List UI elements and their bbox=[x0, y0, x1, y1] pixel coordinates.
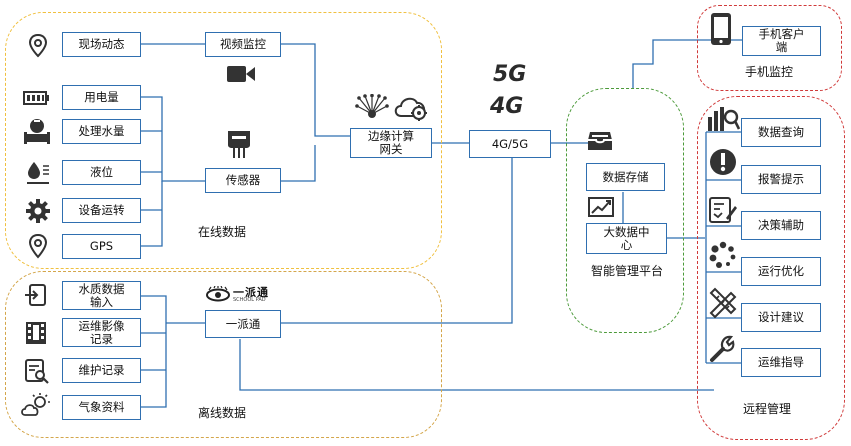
storage-tray-icon bbox=[588, 132, 612, 150]
big-data-center-node: 大数据中 心 bbox=[586, 223, 667, 254]
offline-label: 离线数据 bbox=[198, 406, 247, 420]
design-tools-icon bbox=[709, 287, 737, 319]
maintenance-record-icon bbox=[25, 359, 49, 384]
data-storage-node: 数据存储 bbox=[586, 163, 665, 191]
line-platform-to-mobile bbox=[632, 39, 742, 88]
mobile-phone-icon bbox=[711, 13, 731, 45]
video-camera-icon bbox=[227, 66, 255, 82]
decision-support-icon bbox=[709, 197, 737, 223]
water-meter-icon bbox=[24, 119, 50, 144]
function-node-optimize: 运行优化 bbox=[741, 257, 821, 286]
source-node-scene: 现场动态 bbox=[62, 32, 141, 57]
source-node-maintenance: 维护记录 bbox=[62, 358, 141, 383]
gear-icon bbox=[26, 199, 50, 223]
region-remote bbox=[697, 96, 845, 440]
wrench-icon bbox=[710, 335, 735, 362]
line-video-to-edge bbox=[281, 43, 350, 137]
source-node-level: 液位 bbox=[62, 160, 141, 185]
region-platform bbox=[566, 88, 684, 333]
video-monitor-node: 视频监控 bbox=[205, 32, 281, 57]
alert-icon bbox=[710, 149, 736, 175]
source-node-water: 处理水量 bbox=[62, 119, 141, 144]
online-label: 在线数据 bbox=[198, 225, 247, 239]
line-sensor-to-edge bbox=[281, 145, 316, 182]
remote-label: 远程管理 bbox=[743, 402, 792, 416]
mobile-client-node: 手机客户 端 bbox=[742, 26, 821, 56]
battery-icon bbox=[23, 91, 49, 105]
edge-gateway-node: 边缘计算 网关 bbox=[350, 128, 432, 158]
line-gps-to-sensor bbox=[141, 181, 163, 247]
function-node-design: 设计建议 bbox=[741, 303, 821, 332]
weather-icon bbox=[21, 393, 50, 416]
region-offline bbox=[5, 271, 442, 438]
cloud-gear-icon bbox=[394, 97, 427, 121]
liquid-level-icon bbox=[27, 162, 49, 184]
gps-pin-icon bbox=[28, 233, 48, 259]
function-node-ops-guide: 运维指导 bbox=[741, 348, 821, 377]
data-query-icon bbox=[708, 107, 740, 131]
network-4g5g-node: 4G/5G bbox=[469, 130, 551, 158]
yipaitong-node: 一派通 bbox=[205, 310, 281, 338]
trend-chart-icon bbox=[588, 197, 614, 217]
platform-label: 智能管理平台 bbox=[591, 264, 664, 278]
sensor-node: 传感器 bbox=[205, 168, 281, 193]
region-mobile bbox=[697, 5, 842, 91]
mobile-label: 手机监控 bbox=[745, 65, 794, 79]
source-node-weather: 气象资料 bbox=[62, 395, 141, 420]
function-node-decision: 决策辅助 bbox=[741, 211, 821, 240]
location-pin-icon bbox=[28, 33, 48, 58]
source-node-power: 用电量 bbox=[62, 85, 141, 110]
film-icon bbox=[26, 322, 46, 344]
source-node-equipment: 设备运转 bbox=[62, 198, 141, 223]
line-offline-bus bbox=[141, 295, 167, 408]
yipaitong-logo-text: 一派通 bbox=[233, 286, 269, 299]
source-node-gps: GPS bbox=[62, 234, 141, 259]
yipaitong-logo-subtext: SCHOOL PAD bbox=[233, 297, 266, 303]
edge-gateway-icon bbox=[355, 94, 389, 118]
function-node-alarm: 报警提示 bbox=[741, 165, 821, 194]
sensor-icon bbox=[228, 131, 250, 158]
source-node-ops-video: 运维影像 记录 bbox=[62, 318, 141, 347]
signal-5g-label: 5G bbox=[493, 62, 527, 87]
eye-icon bbox=[206, 286, 230, 302]
line-yipaitong-to-remote bbox=[239, 339, 714, 391]
yipaitong-logo: 一派通 SCHOOL PAD bbox=[205, 284, 281, 306]
region-online bbox=[5, 12, 442, 269]
source-node-water-quality: 水质数据 输入 bbox=[62, 281, 141, 310]
function-node-query: 数据查询 bbox=[741, 118, 821, 147]
line-power-to-sensor bbox=[141, 96, 205, 182]
signal-4g-label: 4G bbox=[490, 94, 524, 119]
optimize-dots-icon bbox=[709, 241, 736, 268]
data-input-icon bbox=[25, 284, 46, 306]
line-network-to-yipaitong bbox=[281, 158, 513, 324]
